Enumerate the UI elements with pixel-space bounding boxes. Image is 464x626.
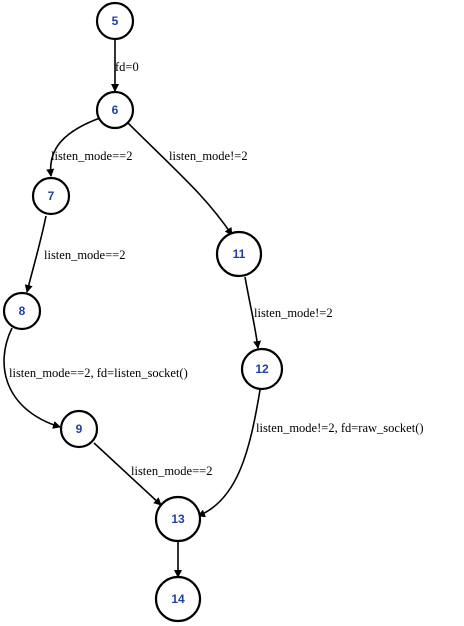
edge-label-5-6: fd=0 xyxy=(115,60,139,74)
edge-7-8: listen_mode==2 xyxy=(24,215,125,293)
node-label: 13 xyxy=(171,512,185,526)
node-12: 12 xyxy=(240,347,284,391)
node-11: 11 xyxy=(215,230,263,278)
node-9: 9 xyxy=(59,409,99,449)
edge-8-9: listen_mode==2, fd=listen_socket() xyxy=(3,327,188,429)
edge-11-12: listen_mode!=2 xyxy=(244,276,333,349)
node-5: 5 xyxy=(95,1,135,41)
edge-5-6: fd=0 xyxy=(111,39,139,92)
node-8: 8 xyxy=(2,291,42,331)
edge-label-9-13: listen_mode==2 xyxy=(131,464,212,478)
node-label: 7 xyxy=(48,189,55,203)
edge-label-12-13: listen_mode!=2, fd=raw_socket() xyxy=(256,421,424,435)
node-label: 8 xyxy=(19,304,26,318)
node-6: 6 xyxy=(95,90,135,130)
node-label: 9 xyxy=(76,422,83,436)
node-label: 5 xyxy=(112,14,119,28)
node-label: 11 xyxy=(233,247,246,261)
node-13: 13 xyxy=(154,495,202,543)
edge-label-6-11: listen_mode!=2 xyxy=(169,149,248,163)
edge-label-11-12: listen_mode!=2 xyxy=(254,306,333,320)
node-label: 12 xyxy=(255,362,269,376)
edge-6-7: listen_mode==2 xyxy=(46,117,132,177)
edge-label-6-7: listen_mode==2 xyxy=(51,149,132,163)
edge-label-7-8: listen_mode==2 xyxy=(44,248,125,262)
edge-9-13: listen_mode==2 xyxy=(93,442,212,506)
edge-12-13: listen_mode!=2, fd=raw_socket() xyxy=(197,389,424,518)
edge-6-11: listen_mode!=2 xyxy=(126,121,248,236)
node-14: 14 xyxy=(154,575,202,623)
node-7: 7 xyxy=(31,176,71,216)
node-label: 6 xyxy=(112,103,119,117)
edge-label-8-9: listen_mode==2, fd=listen_socket() xyxy=(9,366,188,380)
node-label: 14 xyxy=(171,592,185,606)
